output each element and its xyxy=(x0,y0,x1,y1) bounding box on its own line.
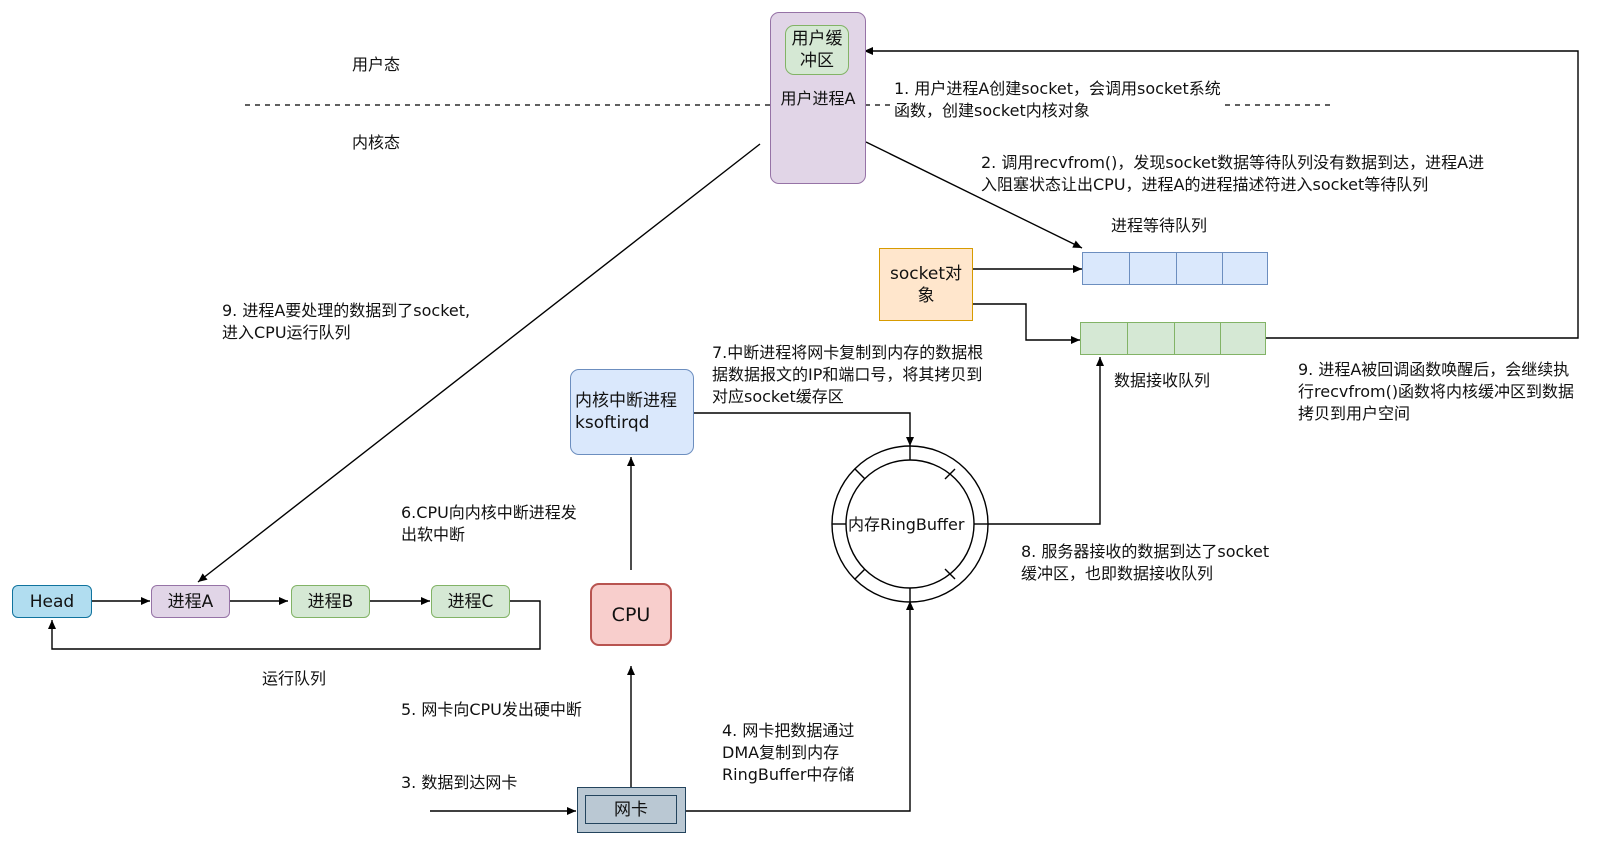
kernel-mode-label: 内核态 xyxy=(352,133,401,152)
wait-queue[interactable] xyxy=(1082,252,1268,285)
arrow-socket-to-receive-queue xyxy=(972,303,1080,344)
wait-queue-slot xyxy=(1176,253,1177,284)
run-queue-proc-b-label: 进程B xyxy=(307,591,354,612)
run-queue-label: 运行队列 xyxy=(262,669,327,688)
step6-label: 6.CPU向内核中断进程发 出软中断 xyxy=(401,503,577,544)
run-queue-proc-a-label: 进程A xyxy=(167,591,214,612)
step7-label: 7.中断进程将网卡复制到内存的数据根 据数据报文的IP和端口号，将其拷贝到 对应… xyxy=(712,343,984,406)
receive-queue[interactable] xyxy=(1080,322,1266,355)
user-buffer-box[interactable]: 用户缓 冲区 xyxy=(785,25,849,75)
step3-label: 3. 数据到达网卡 xyxy=(401,773,518,792)
run-queue-head[interactable]: Head xyxy=(12,585,92,618)
receive-queue-label: 数据接收队列 xyxy=(1114,371,1211,390)
arrow-ksoftirqd-to-ringbuffer xyxy=(694,412,914,446)
run-queue-proc-a[interactable]: 进程A xyxy=(151,585,230,618)
ringbuffer-ring xyxy=(831,445,989,603)
nic-box[interactable]: 网卡 xyxy=(577,787,686,833)
receive-queue-slot xyxy=(1127,323,1128,354)
ksoftirqd-box[interactable]: 内核中断进程 ksoftirqd xyxy=(570,369,694,455)
ringbuffer-label: 内存RingBuffer xyxy=(848,515,965,534)
wait-queue-slot xyxy=(1222,253,1223,284)
arrow-proc-to-run-queue xyxy=(197,143,761,583)
arrow-nic-to-ringbuffer xyxy=(686,601,914,812)
nic-inner: 网卡 xyxy=(585,795,677,824)
user-buffer-label: 用户缓 冲区 xyxy=(791,29,843,71)
ksoftirqd-label: 内核中断进程 ksoftirqd xyxy=(575,391,677,433)
arrow-receive-queue-to-user-buffer xyxy=(864,47,1579,339)
run-queue-head-label: Head xyxy=(29,591,75,612)
wait-queue-label: 进程等待队列 xyxy=(1111,216,1208,235)
cpu-label: CPU xyxy=(611,603,651,626)
step1-label: 1. 用户进程A创建socket，会调用socket系统 函数，创建socket… xyxy=(894,78,1221,122)
socket-object-box[interactable]: socket对 象 xyxy=(879,248,973,321)
user-mode-label: 用户态 xyxy=(352,55,401,74)
arrow-proc-c-to-head xyxy=(48,600,541,650)
step5-label: 5. 网卡向CPU发出硬中断 xyxy=(401,700,582,719)
receive-queue-slot xyxy=(1220,323,1221,354)
cpu-box[interactable]: CPU xyxy=(590,583,672,646)
step9-right-label: 9. 进程A被回调函数唤醒后，会继续执 行recvfrom()函数将内核缓冲区到… xyxy=(1298,360,1575,423)
run-queue-proc-b[interactable]: 进程B xyxy=(291,585,370,618)
step4-label: 4. 网卡把数据通过 DMA复制到内存 RingBuffer中存储 xyxy=(722,721,855,784)
run-queue-proc-c[interactable]: 进程C xyxy=(431,585,510,618)
receive-queue-slot xyxy=(1174,323,1175,354)
wait-queue-slot xyxy=(1129,253,1130,284)
run-queue-proc-c-label: 进程C xyxy=(447,591,494,612)
step8-label: 8. 服务器接收的数据到达了socket 缓冲区，也即数据接收队列 xyxy=(1021,542,1270,583)
user-process-a-box[interactable]: 用户缓 冲区 用户进程A xyxy=(770,12,866,184)
arrow-ringbuffer-to-receive-queue xyxy=(987,357,1104,525)
socket-object-label: socket对 象 xyxy=(890,263,962,306)
user-process-a-label: 用户进程A xyxy=(780,89,856,108)
step2-label: 2. 调用recvfrom()，发现socket数据等待队列没有数据到达，进程A… xyxy=(981,153,1485,194)
arrow-proc-to-wait-queue xyxy=(865,141,1083,249)
nic-label: 网卡 xyxy=(614,799,648,820)
step9-left-label: 9. 进程A要处理的数据到了socket, 进入CPU运行队列 xyxy=(222,301,471,342)
